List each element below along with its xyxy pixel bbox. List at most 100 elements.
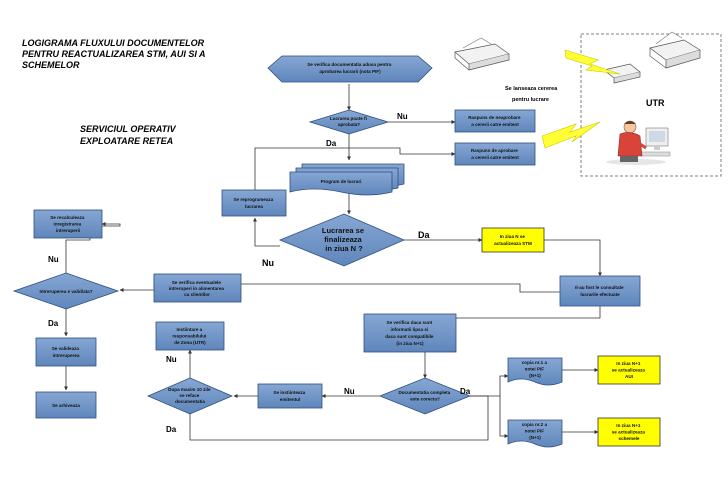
node-reschedule-line-1: Se reprogrameaza (233, 197, 273, 202)
edge-label-approved-no: Nu (397, 112, 408, 121)
svg-text:Se verifica daca sunt in: Se verifica daca sunt informatii lipsa s… (385, 320, 435, 346)
node-notify-issuer-line-2: emitentul (280, 397, 300, 402)
title-line-3: SCHEMELOR (22, 60, 80, 70)
node-recalculate-line-1: Se recalculeaza (50, 215, 85, 220)
svg-text:In ziua N+1 se actualize: In ziua N+1 se actualizeaza schemele (612, 423, 646, 441)
node-notify-responsible-line-2: responsabilului (172, 334, 206, 339)
node-docs-complete-line-1: Documentatia completa (398, 390, 450, 395)
node-archive-label: Se arhiveaza (52, 403, 80, 408)
title-line-1: LOGIGRAMA FLUXULUI DOCUMENTELOR (22, 38, 205, 48)
node-work-schedule-label: Program de lucrari (321, 179, 362, 184)
node-finalized-line-3: in ziua N ? (325, 244, 363, 253)
node-check-changes-line-2: intreruperi in alimentarea (169, 286, 225, 291)
utr-label: UTR (646, 98, 665, 108)
svg-text:Raspuns de neaprobare a: Raspuns de neaprobare a cererii catre em… (468, 115, 522, 127)
edge-label-complete-yes: Da (460, 387, 471, 396)
node-finalized-day-n: Lucrarea se finalizeaza in ziua N ? (278, 213, 406, 267)
svg-text:Se verifica documentatia adusa: Se verifica documentatia adusa pentru ap… (307, 62, 393, 74)
node-verify-info-line-1: Se verifica daca sunt (387, 320, 433, 325)
node-check-changes-line-3: cu clientilor (184, 292, 210, 297)
person-at-computer-icon (606, 120, 671, 165)
svg-text:Documentatia completa es: Documentatia completa este corecta? (398, 390, 451, 402)
node-finalized-line-2: finalizeaza (324, 235, 362, 244)
node-work-approved-line-2: aprobata? (338, 122, 360, 127)
node-check-changes-line-1: Se verifica eventualele (172, 280, 222, 285)
node-recalculate: Se recalculeaza inregistrarea intreruper… (33, 209, 103, 239)
node-aui-update-line-3: AUI (625, 374, 633, 379)
node-check-changes: Se verifica eventualele intreruperi in a… (153, 273, 242, 303)
node-after-10-days: Dupa maxim 10 zile se reface documentati… (146, 377, 234, 415)
node-aui-update-line-1: In ziua N+1 (616, 361, 641, 366)
edge-label-valid-no: Nu (48, 255, 59, 264)
node-day-n-stm-line-1: In ziua N se (500, 234, 526, 239)
utr-area (580, 33, 722, 177)
lightning-icon (541, 121, 601, 149)
node-verify-request: Se verifica documentatia adusa pentru ap… (267, 55, 433, 83)
request-note-line-2: pentru lucrare (512, 97, 549, 103)
node-copy-2-line-1: copia nr.2 a (522, 422, 548, 427)
edge-label-finalized-no: Nu (262, 258, 274, 268)
node-aui-update-line-2: se actualizeaza (612, 368, 646, 373)
node-positive-reply-line-1: Raspuns de aprobare (471, 148, 518, 153)
node-consult-notes-line-2: lucrarile efectuate (580, 292, 620, 297)
node-after-10-days-line-3: documentatia (175, 399, 205, 404)
node-archive: Se arhiveaza (35, 391, 97, 419)
connectors (64, 84, 602, 441)
node-copy-1-line-1: copia nr.1 a (522, 360, 548, 365)
title-line-2: PENTRU REACTUALIZAREA STM, AUI SI A (22, 49, 205, 59)
node-day-n-stm: In ziua N se actualizeaza STM (481, 227, 545, 253)
node-verify-info-line-3: daca sunt compatibile (385, 334, 434, 339)
svg-text:copia nr.1 a notei PIF: copia nr.1 a notei PIF (N+1) (522, 360, 549, 378)
printer-icon (649, 31, 701, 69)
request-note-line-1: Se lanseaza cererea (505, 86, 558, 92)
node-validate-line-2: intreruperea (53, 353, 80, 358)
node-finalized-line-1: Lucrarea se (322, 226, 364, 235)
node-copy-1-line-3: (N+1) (529, 373, 541, 378)
node-copy-2-line-3: (N+1) (529, 435, 541, 440)
node-work-approved: Lucrarea poate fi aprobata? (308, 109, 390, 135)
svg-text:Instiintare a responsabi: Instiintare a responsabilului de Zona (U… (172, 327, 207, 345)
node-validate: Se valideaza intreruperea (35, 337, 97, 367)
node-after-10-days-line-1: Dupa maxim 10 zile (168, 387, 211, 392)
node-notify-issuer: Se instiinteaza emitentul (257, 383, 323, 409)
svg-text:copia nr.2 a notei PIF: copia nr.2 a notei PIF (N+1) (522, 422, 549, 440)
svg-text:Lucrarea se finalizeaza: Lucrarea se finalizeaza in ziua N ? (322, 226, 366, 253)
node-docs-complete: Documentatia completa este corecta? (378, 377, 472, 415)
node-verify-request-line-1: Se verifica documentatia adusa pentru (307, 62, 391, 67)
svg-text:Dupa maxim 10 zile se re: Dupa maxim 10 zile se reface documentati… (168, 387, 212, 404)
svg-text:Se recalculeaza inregist: Se recalculeaza inregistrarea intreruper… (50, 215, 86, 233)
edge-label-complete-no: Nu (344, 387, 355, 396)
node-docs-complete-line-2: este corecta? (410, 397, 440, 402)
node-consult-notes-line-1: Il-au fost le consultate (575, 285, 624, 290)
edge-label-valid-yes: Da (48, 319, 59, 328)
edge-label-tenday-yes: Da (166, 425, 177, 434)
svg-text:Se reprogrameaza lucrare: Se reprogrameaza lucrarea (233, 197, 274, 209)
node-reschedule: Se reprogrameaza lucrarea (221, 189, 287, 217)
department-line-1: SERVICIUL OPERATIV (80, 124, 177, 134)
diagram-title: LOGIGRAMA FLUXULUI DOCUMENTELOR PENTRU R… (22, 38, 208, 70)
node-day-n-stm-line-2: actualizeaza STM (494, 241, 532, 246)
lightning-icon (564, 49, 621, 75)
node-aui-update: In ziua N+1 se actualizeaza AUI (597, 355, 661, 385)
node-negative-reply: Raspuns de neaprobare a cererii catre em… (454, 109, 536, 133)
node-notify-responsible-line-3: de Zona (UTR) (174, 340, 206, 345)
node-verify-info-line-2: informatii lipsa si (390, 327, 428, 332)
node-verify-info: Se verifica daca sunt informatii lipsa s… (363, 313, 457, 353)
node-notify-responsible-line-1: Instiintare a (176, 327, 202, 332)
node-negative-reply-line-2: a cererii catre emitent (471, 122, 519, 127)
node-schemes-update-line-3: schemele (619, 436, 640, 441)
node-schemes-update-line-2: se actualizeaza (612, 430, 646, 435)
svg-text:Se instiinteaza emitentu: Se instiinteaza emitentul (273, 390, 306, 402)
printer-icon (454, 37, 510, 71)
node-copy-2: copia nr.2 a notei PIF (N+1) (507, 419, 563, 448)
svg-text:Se valideaza intrerupere: Se valideaza intreruperea (52, 346, 81, 358)
edge-label-tenday-no: Nu (166, 355, 177, 364)
request-note: Se lanseaza cererea pentru lucrare (505, 86, 559, 103)
node-copy-1-line-2: notei PIF (525, 367, 545, 372)
node-interruption-valid: Intreruperea e valid/ata? (12, 272, 120, 310)
node-positive-reply-line-2: a cererii catre emitent (471, 155, 519, 160)
node-copy-2-line-2: notei PIF (525, 429, 545, 434)
node-notify-issuer-line-1: Se instiinteaza (273, 390, 305, 395)
